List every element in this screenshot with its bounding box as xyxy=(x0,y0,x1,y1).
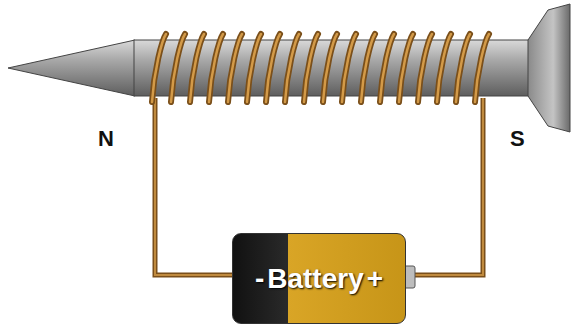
wire xyxy=(155,98,234,275)
coil-turn xyxy=(342,34,356,102)
coil-turn xyxy=(228,34,242,102)
battery-body: -Battery+ xyxy=(232,233,406,324)
coil-turn xyxy=(361,34,375,102)
coil-turn xyxy=(285,34,299,102)
coil-turn xyxy=(380,34,394,102)
battery-label: Battery xyxy=(267,263,363,295)
coil-turn xyxy=(247,34,261,102)
coil-turn xyxy=(323,34,337,102)
coil-turn xyxy=(190,34,204,102)
coil-turn xyxy=(171,34,185,102)
coil-turn xyxy=(323,34,337,102)
nail-head xyxy=(528,4,570,132)
coil-turn xyxy=(456,34,470,102)
terminal-sign: - xyxy=(255,263,264,295)
coil-turn xyxy=(361,34,375,102)
coil-turn xyxy=(247,34,261,102)
coil-turn xyxy=(209,34,223,102)
coil-turn xyxy=(228,34,242,102)
coil-turn xyxy=(152,34,166,102)
nail-tip xyxy=(8,40,135,96)
coil-turn xyxy=(304,34,318,102)
coil-turn xyxy=(285,34,299,102)
coil-turn xyxy=(456,34,470,102)
coil-turn xyxy=(437,34,451,102)
pole-label: S xyxy=(510,126,525,152)
coil-turn xyxy=(152,34,166,102)
wire xyxy=(155,98,234,275)
pole-label: N xyxy=(98,126,114,152)
coil-turn xyxy=(342,34,356,102)
coil-turn xyxy=(190,34,204,102)
coil-turn xyxy=(475,34,489,102)
coil-windings xyxy=(152,34,489,102)
coil-turn xyxy=(171,34,185,102)
coil-turn xyxy=(399,34,413,102)
coil-turn xyxy=(418,34,432,102)
coil-turn xyxy=(437,34,451,102)
coil-turn xyxy=(475,34,489,102)
wire xyxy=(412,98,483,275)
terminal-sign: + xyxy=(367,263,383,295)
coil-turn xyxy=(266,34,280,102)
coil-turn xyxy=(399,34,413,102)
coil-turn xyxy=(209,34,223,102)
coil-turn xyxy=(380,34,394,102)
coil-turn xyxy=(266,34,280,102)
coil-turn xyxy=(418,34,432,102)
coil-turn xyxy=(304,34,318,102)
wire xyxy=(412,98,483,275)
